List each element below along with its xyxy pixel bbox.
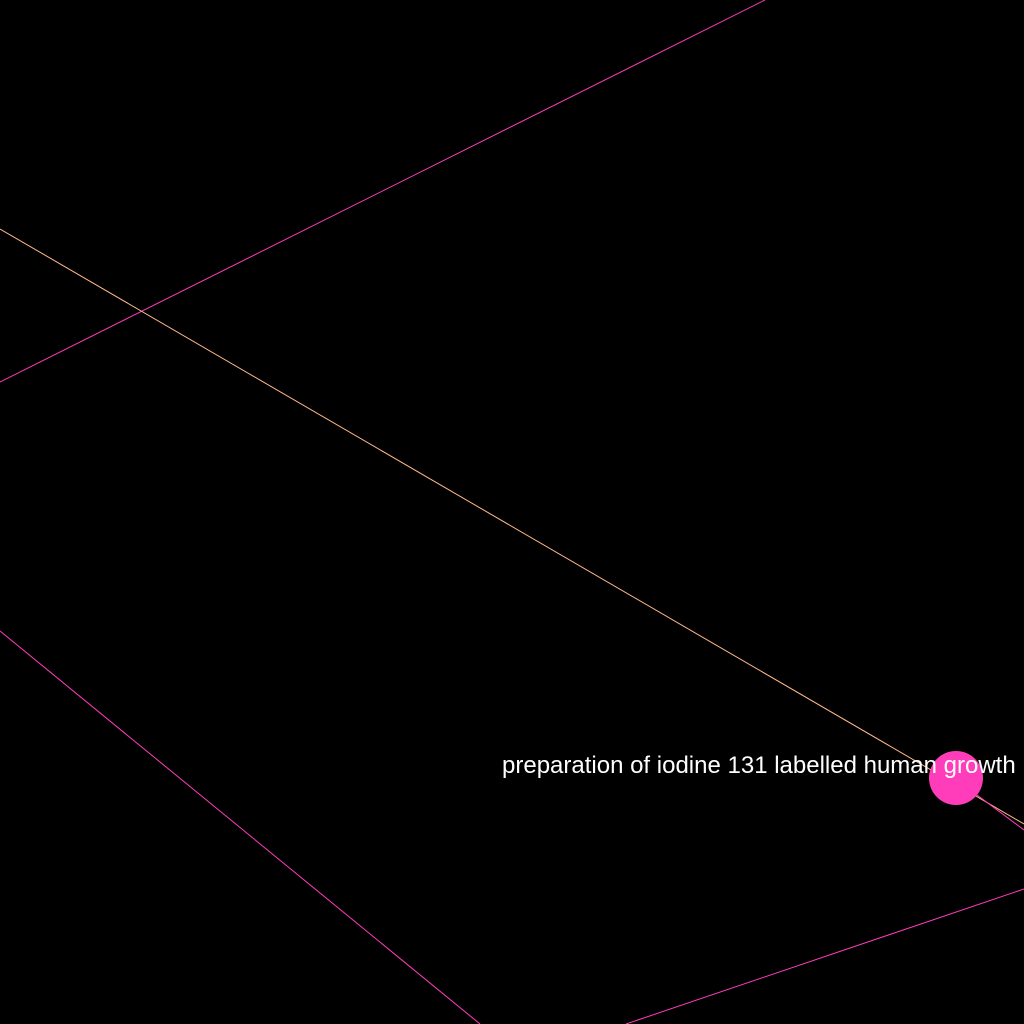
graph-node[interactable] [929, 751, 983, 805]
node-label: preparation of iodine 131 labelled human… [502, 752, 1016, 779]
graph-edge [0, 630, 481, 1024]
graph-edge [625, 888, 1024, 1024]
graph-edge [0, 0, 766, 383]
graph-edge [0, 228, 1024, 825]
